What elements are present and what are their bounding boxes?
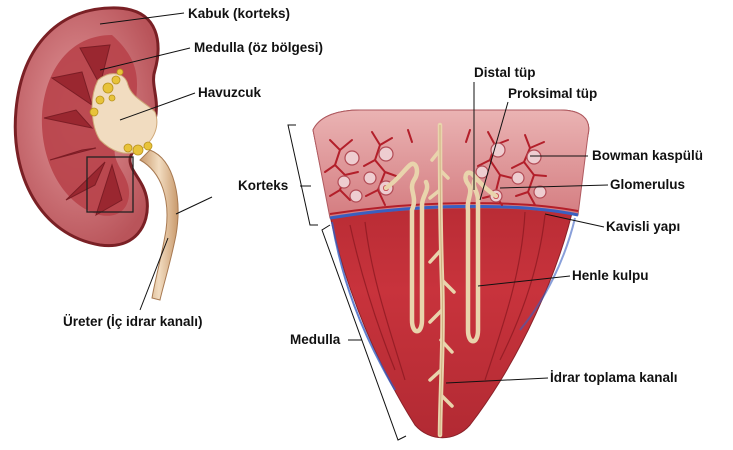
label-kavisli: Kavisli yapı [606, 219, 680, 234]
label-havuzcuk: Havuzcuk [198, 85, 262, 100]
label-medulla: Medulla [290, 332, 341, 347]
ureter-tube [140, 150, 178, 300]
label-bowman: Bowman kaspülü [592, 148, 703, 163]
label-distal: Distal tüp [474, 65, 536, 80]
label-ureter: Üreter (İç idrar kanalı) [63, 314, 203, 329]
label-medulla-oz: Medulla (öz bölgesi) [194, 40, 323, 55]
kidney-illustration [15, 8, 178, 300]
label-glomerulus: Glomerulus [610, 177, 685, 192]
label-henle: Henle kulpu [572, 268, 649, 283]
label-korteks: Korteks [238, 178, 288, 193]
nephron-section [313, 110, 589, 438]
leader-ureter-b [176, 197, 212, 214]
label-toplama: İdrar toplama kanalı [550, 370, 678, 385]
label-proksimal: Proksimal tüp [508, 86, 597, 101]
korteks-bracket [288, 125, 318, 225]
label-kabuk: Kabuk (korteks) [188, 6, 290, 21]
